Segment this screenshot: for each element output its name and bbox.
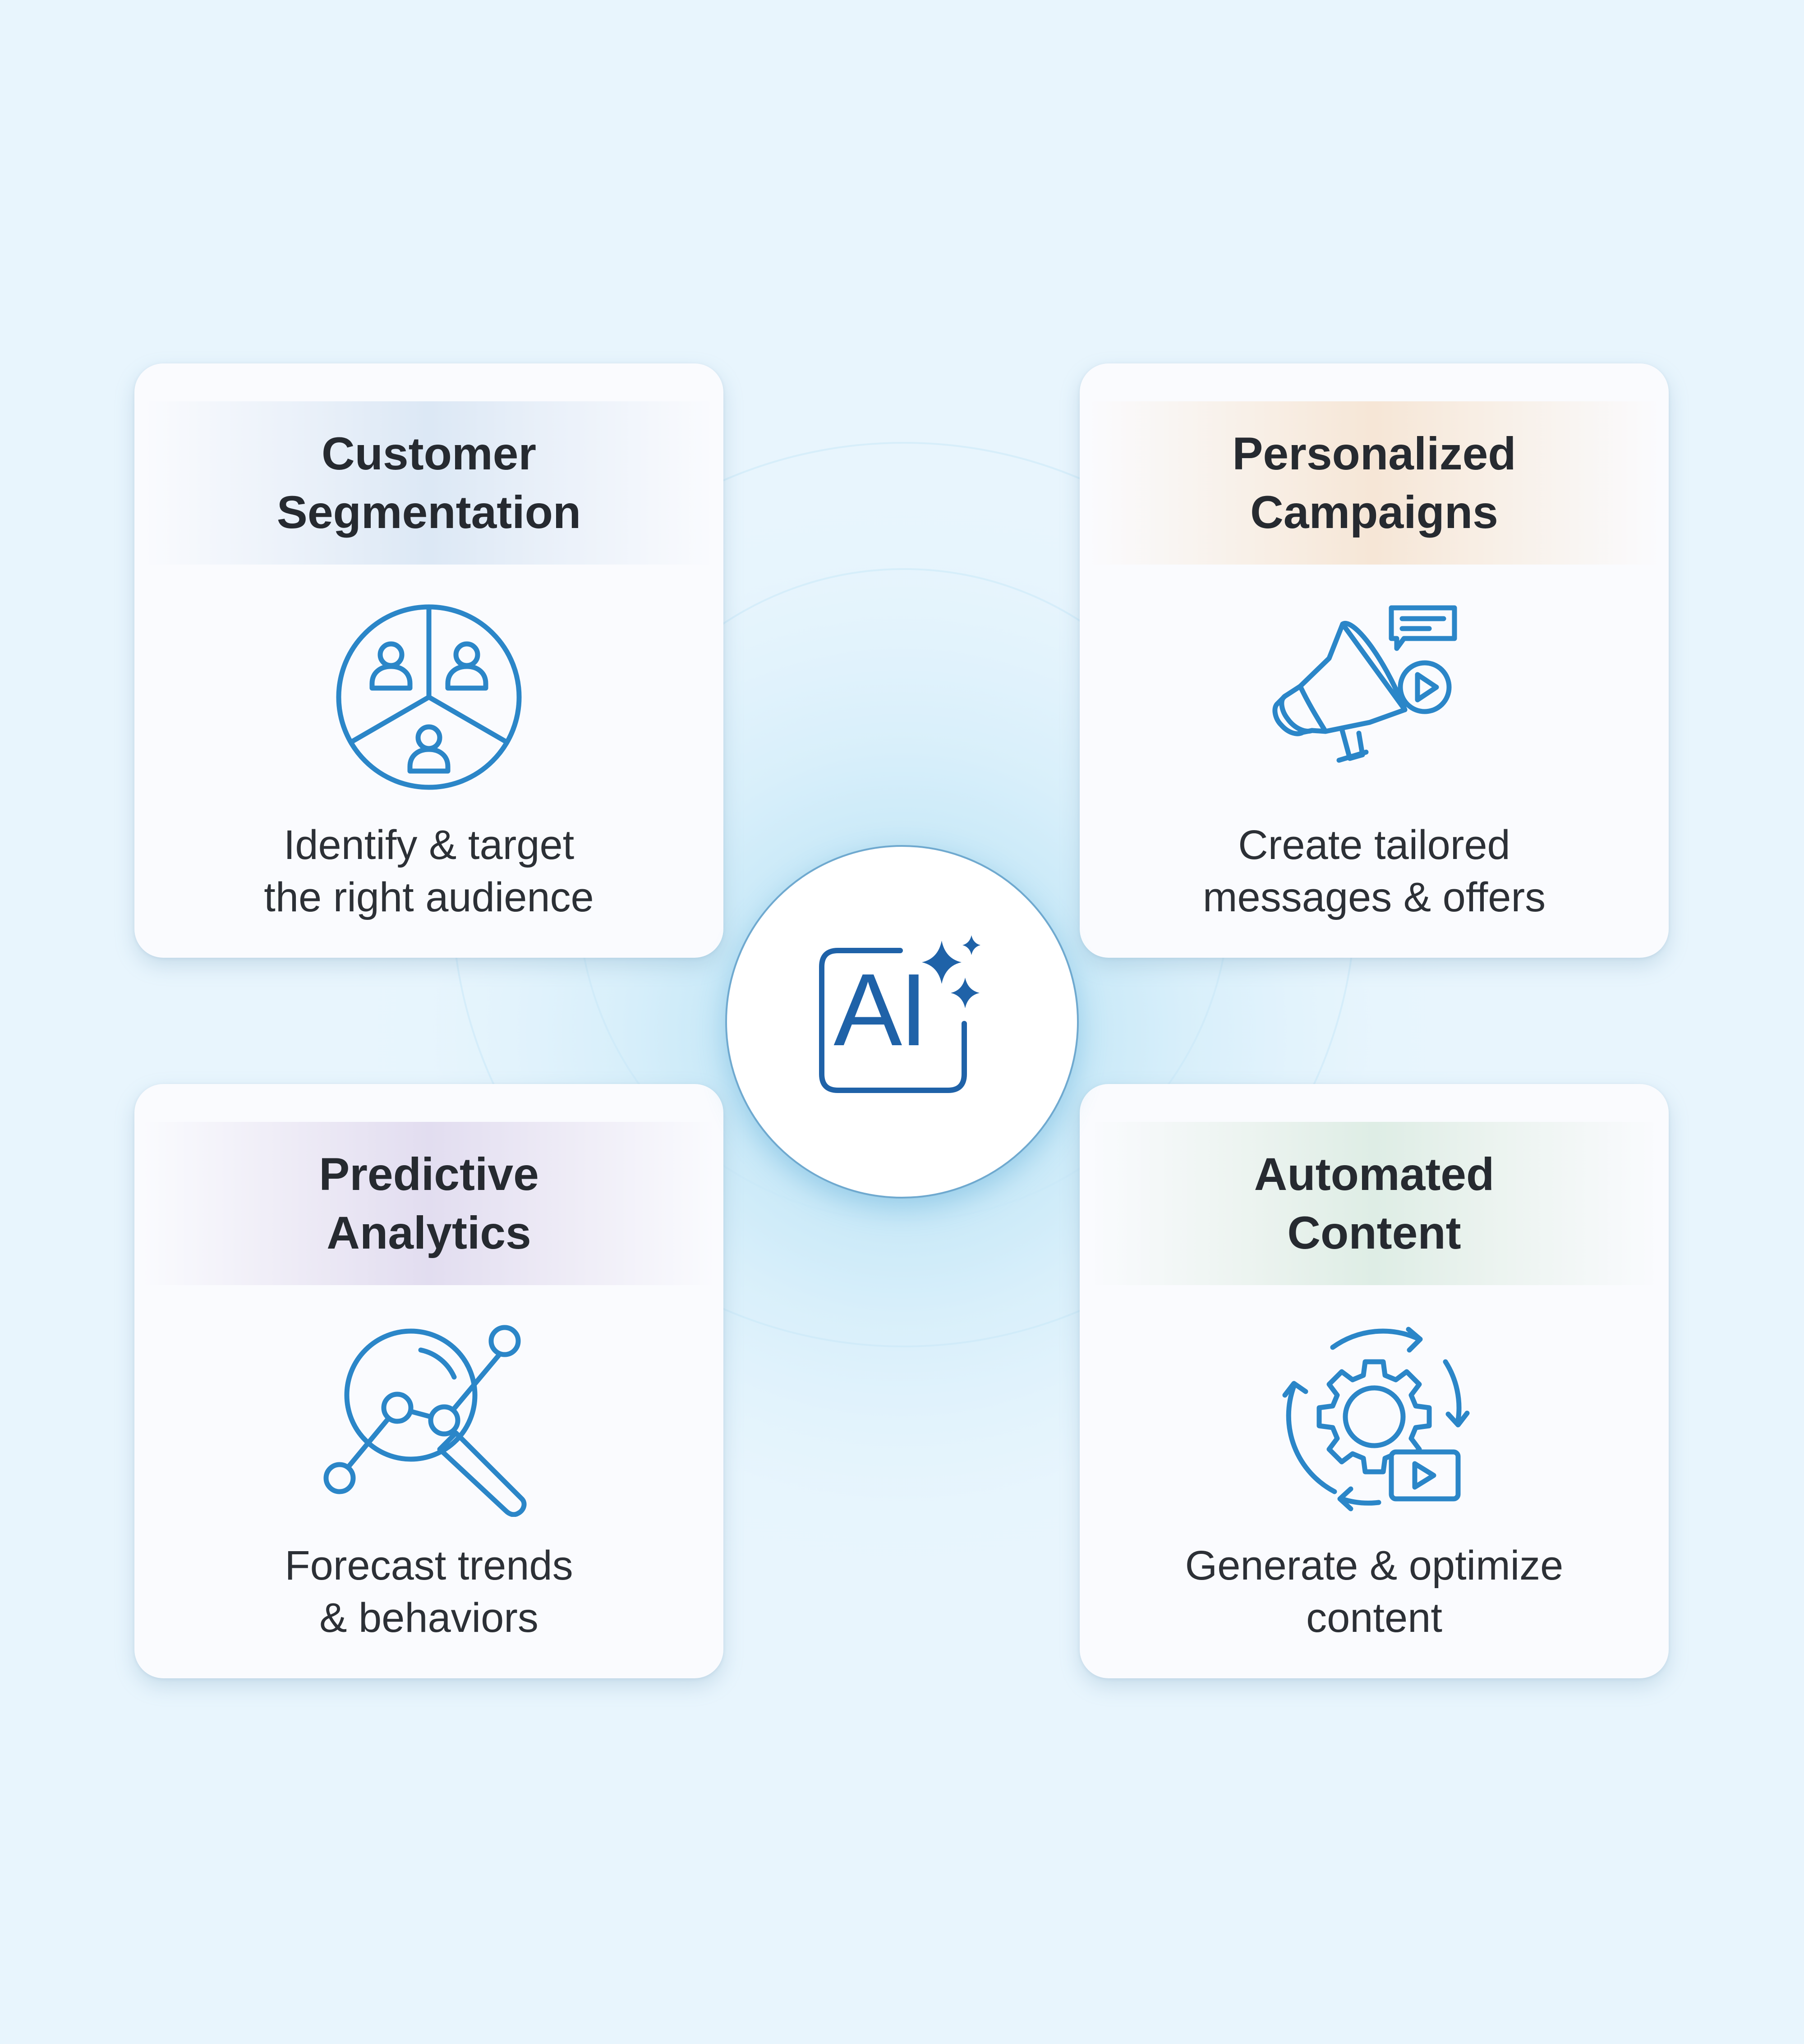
ai-hub: AI — [725, 845, 1079, 1199]
audience-segments-icon — [336, 604, 522, 790]
ai-label: AI — [833, 952, 928, 1067]
description-line: Identify & target — [283, 822, 575, 868]
description-line: Generate & optimize — [1185, 1543, 1564, 1589]
magnifier-analytics-icon — [323, 1325, 527, 1517]
card-title: Segmentation — [276, 487, 581, 538]
card-automated-content: Automated Content Generate & optimize co… — [1080, 1084, 1669, 1678]
card-header: Predictive Analytics — [143, 1122, 715, 1285]
card-title: Campaigns — [1250, 487, 1498, 538]
description-line: & behaviors — [319, 1595, 538, 1641]
card-description: Identify & target the right audience — [143, 819, 714, 923]
card-title: Predictive — [319, 1148, 539, 1200]
ai-sparkle-icon — [819, 935, 980, 1093]
card-description: Create tailored messages & offers — [1089, 819, 1660, 923]
card-title: Analytics — [327, 1207, 531, 1259]
card-predictive-analytics: Predictive Analytics Forecast trends & b… — [134, 1084, 723, 1678]
description-line: messages & offers — [1202, 874, 1546, 920]
description-line: Create tailored — [1238, 822, 1510, 868]
card-title: Personalized — [1232, 428, 1516, 479]
card-title: Customer — [321, 428, 537, 479]
card-header: Personalized Campaigns — [1088, 401, 1661, 565]
gear-cycle-video-icon — [1282, 1327, 1470, 1511]
card-customer-segmentation: Customer Segmentation Identify & target … — [134, 363, 723, 958]
card-title: Content — [1287, 1207, 1461, 1259]
description-line: content — [1306, 1595, 1442, 1641]
card-header: Automated Content — [1088, 1122, 1661, 1285]
description-line: the right audience — [264, 874, 594, 920]
megaphone-icon — [1272, 605, 1457, 763]
card-description: Forecast trends & behaviors — [143, 1539, 714, 1644]
card-title: Automated — [1254, 1148, 1495, 1200]
card-personalized-campaigns: Personalized Campaigns Create tailored m… — [1080, 363, 1669, 958]
description-line: Forecast trends — [285, 1543, 573, 1589]
card-description: Generate & optimize content — [1089, 1539, 1660, 1644]
card-header: Customer Segmentation — [143, 401, 715, 565]
